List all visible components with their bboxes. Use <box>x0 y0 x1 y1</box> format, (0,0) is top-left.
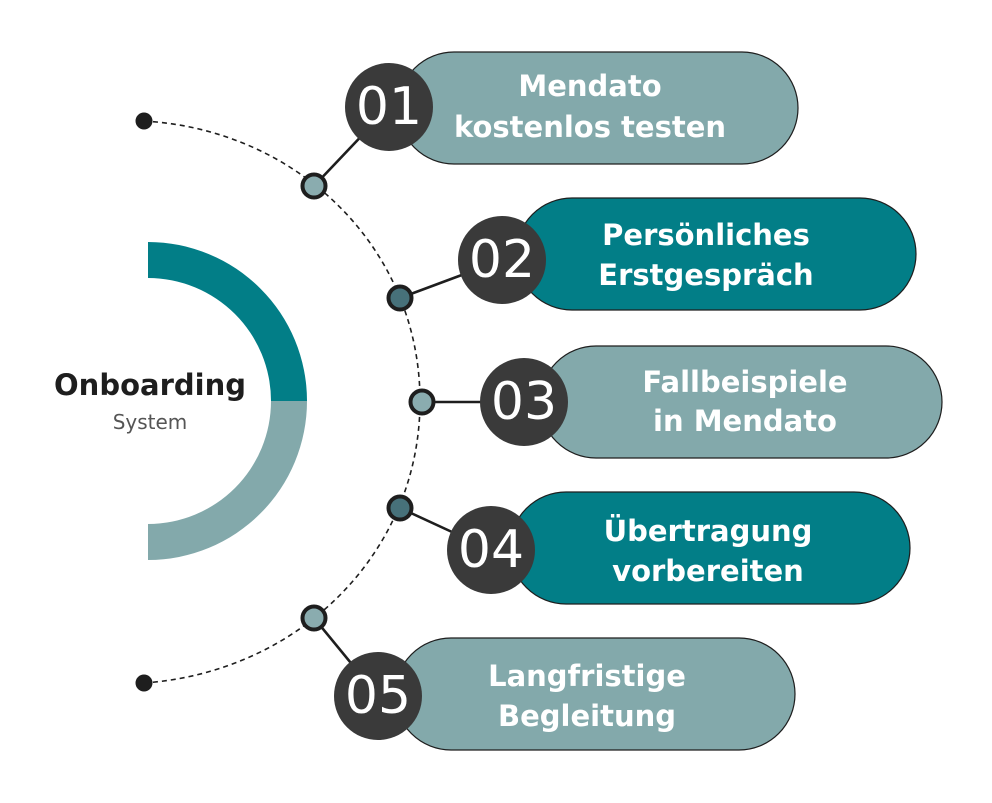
step-2-label-line2: Erstgespräch <box>598 258 813 292</box>
step-4-number: 04 <box>458 520 524 580</box>
step-5-label-line1: Langfristige <box>488 659 686 693</box>
step-3-number-circle <box>480 358 568 446</box>
step-2-node <box>386 284 414 312</box>
step-2-number: 02 <box>469 230 535 290</box>
step-1-label-line1: Mendato <box>518 69 661 103</box>
step-3-pill <box>539 345 943 459</box>
step-4-label-line1: Übertragung <box>604 514 813 548</box>
step-2-pill <box>515 197 917 311</box>
half-ring-bottom <box>148 401 307 560</box>
step-2-label-line1: Persönliches <box>602 218 810 252</box>
center-subtitle: System <box>112 410 188 434</box>
step-4-node <box>386 494 414 522</box>
step-5-number-circle <box>334 652 422 740</box>
half-ring-top <box>148 242 307 401</box>
step-1-number: 01 <box>356 77 422 137</box>
step-2-number-circle <box>458 216 546 304</box>
step-3-node <box>408 388 436 416</box>
step-5-pill <box>394 637 796 751</box>
step-1-number-circle <box>345 63 433 151</box>
center-title: Onboarding <box>54 368 246 402</box>
step-5-node <box>300 604 328 632</box>
step-3-label-line2: in Mendato <box>653 404 837 438</box>
step-3-number: 03 <box>491 372 557 432</box>
arc-end-dot-top <box>135 112 153 130</box>
arc-end-dot-bottom <box>135 674 153 692</box>
step-1-node <box>300 172 328 200</box>
step-3-label-line1: Fallbeispiele <box>642 365 847 399</box>
step-5-number: 05 <box>345 666 411 726</box>
step-4-number-circle <box>447 506 535 594</box>
step-5-label-line2: Begleitung <box>498 699 676 733</box>
step-4-label-line2: vorbereiten <box>612 554 804 588</box>
step-1-label-line2: kostenlos testen <box>454 110 726 144</box>
steps-group: 01 Mendato kostenlos testen 02 PersönlichesE… <box>300 51 943 751</box>
